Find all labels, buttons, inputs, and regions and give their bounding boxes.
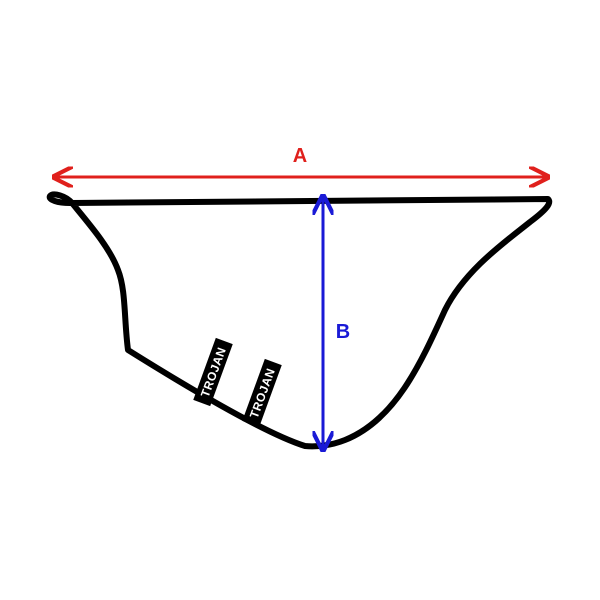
brand-tag: TROJAN	[242, 358, 282, 428]
width-dimension-label: A	[293, 145, 307, 167]
brand-tag-text: TROJAN	[198, 345, 229, 399]
garment-outline	[46, 191, 553, 450]
brand-tag-text: TROJAN	[247, 366, 278, 420]
brand-tag: TROJAN	[193, 337, 233, 407]
height-dimension-label: B	[336, 321, 350, 343]
